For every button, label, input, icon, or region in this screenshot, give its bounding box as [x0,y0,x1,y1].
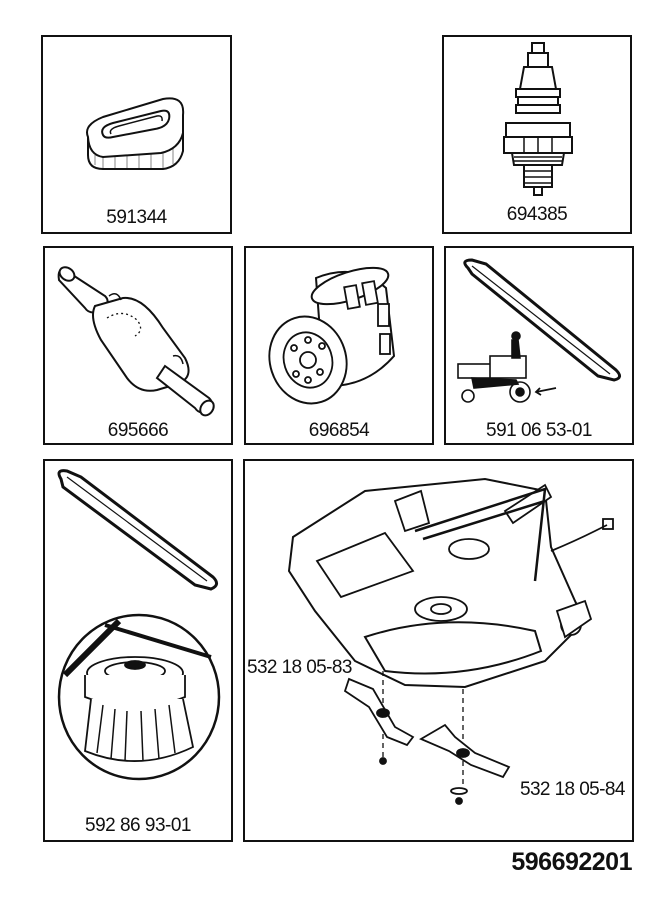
part-panel-696854: 696854 [244,246,434,445]
part-panel-592-86-93-01: 592 86 93-01 [43,459,233,842]
fuel-filter-icon [57,266,215,417]
drive-belt-icon [457,258,621,403]
part-panel-591344: 591344 [41,35,232,234]
part-panel-591-06-53-01: 591 06 53-01 [444,246,634,445]
part-number: 591344 [106,207,167,228]
part-number: 694385 [506,204,568,225]
part-panel-694385: 694385 [442,35,632,234]
deck-belt-pulley-icon [57,469,221,781]
mower-deck-icon [287,477,614,805]
document-number: 596692201 [511,848,632,876]
part-panel-695666: 695666 [43,246,233,445]
blade-part-number-right: 532 18 05-84 [520,779,625,800]
part-number: 695666 [107,420,169,441]
oil-filter-icon [268,266,396,405]
tractor-icon [457,331,531,403]
air-filter-icon [86,97,185,170]
blade-part-number-left: 532 18 05-83 [247,657,352,678]
part-number: 696854 [308,420,370,441]
part-panel-mower-deck: 532 18 05-83 532 18 05-84 [243,459,634,842]
part-number: 592 86 93-01 [85,815,192,836]
spark-plug-icon [503,42,573,196]
part-number: 591 06 53-01 [486,420,593,441]
